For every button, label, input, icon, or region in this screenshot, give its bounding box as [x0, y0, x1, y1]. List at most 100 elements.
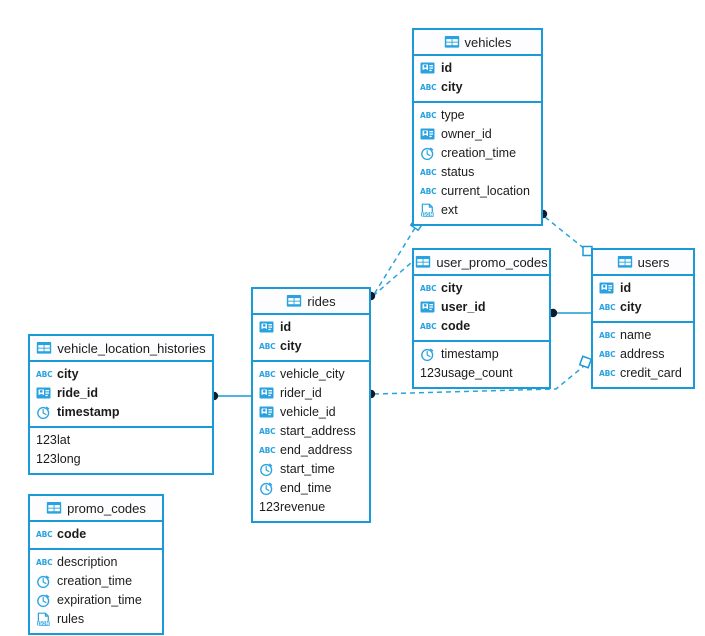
key-id-icon [420, 300, 435, 315]
abc-icon: ABC [259, 446, 276, 455]
field-row[interactable]: ABC end_address [253, 441, 369, 460]
field-name: creation_time [57, 574, 133, 589]
table-icon [415, 255, 431, 270]
field-name: city [441, 281, 463, 296]
json-icon: JSON [36, 612, 51, 627]
field-row[interactable]: ABC code [30, 525, 162, 544]
clock-icon [36, 574, 51, 589]
field-name: vehicle_id [280, 405, 336, 420]
clock-icon [420, 347, 435, 362]
svg-text:JSON: JSON [37, 621, 50, 626]
field-name: owner_id [441, 127, 492, 142]
entity-header-vehicles[interactable]: vehicles [414, 30, 541, 56]
field-row[interactable]: rider_id [253, 384, 369, 403]
field-row[interactable]: creation_time [414, 144, 541, 163]
entity-header-promo_codes[interactable]: promo_codes [30, 496, 162, 522]
entity-header-users[interactable]: users [593, 250, 693, 276]
field-name: current_location [441, 184, 530, 199]
field-row[interactable]: id [253, 318, 369, 337]
field-row[interactable]: user_id [414, 298, 549, 317]
field-row[interactable]: end_time [253, 479, 369, 498]
entity-header-user_promo_codes[interactable]: user_promo_codes [414, 250, 549, 276]
entity-header-rides[interactable]: rides [253, 289, 369, 315]
field-row[interactable]: owner_id [414, 125, 541, 144]
relationship-user-promo-codes-users[interactable] [548, 308, 591, 318]
field-row[interactable]: creation_time [30, 572, 162, 591]
abc-icon: ABC [420, 83, 437, 92]
field-name: end_address [280, 443, 353, 458]
entity-title: user_promo_codes [436, 254, 548, 270]
field-name: code [57, 527, 87, 542]
field-name: timestamp [57, 405, 120, 420]
table-icon [36, 341, 52, 356]
field-name: user_id [441, 300, 486, 315]
field-row[interactable]: JSON ext [414, 201, 541, 220]
field-name: id [441, 61, 453, 76]
field-name: rider_id [280, 386, 322, 401]
field-name: city [620, 300, 642, 315]
field-row[interactable]: timestamp [30, 403, 212, 422]
clock-icon [259, 462, 274, 477]
field-row[interactable]: start_time [253, 460, 369, 479]
field-row[interactable]: timestamp [414, 345, 549, 364]
field-row[interactable]: id [414, 59, 541, 78]
abc-icon: ABC [36, 558, 53, 567]
clock-icon [259, 481, 274, 496]
abc-icon: ABC [36, 530, 53, 539]
entity-title: vehicle_location_histories [57, 340, 206, 356]
entity-header-vehicle_location_histories[interactable]: vehicle_location_histories [30, 336, 212, 362]
abc-icon: ABC [420, 322, 437, 331]
field-name: address [620, 347, 665, 362]
clock-icon [36, 405, 51, 420]
123-icon: 123 [36, 452, 57, 466]
key-id-icon [259, 405, 274, 420]
field-name: id [620, 281, 632, 296]
field-name: city [57, 367, 79, 382]
relationship-rides-vehicle-location-histories[interactable] [209, 391, 251, 401]
entity-title: promo_codes [67, 500, 146, 516]
field-name: name [620, 328, 652, 343]
field-name: status [441, 165, 475, 180]
field-row[interactable]: JSON rules [30, 610, 162, 629]
field-row[interactable]: vehicle_id [253, 403, 369, 422]
key-id-icon [36, 386, 51, 401]
field-row[interactable]: id [593, 279, 693, 298]
field-name: revenue [280, 500, 326, 515]
table-icon [286, 294, 302, 309]
entity-title: users [637, 254, 670, 270]
field-row[interactable]: expiration_time [30, 591, 162, 610]
entity-title: vehicles [464, 34, 512, 50]
clock-icon [36, 593, 51, 608]
field-name: vehicle_city [280, 367, 345, 382]
relationship-rides-user-promo-codes[interactable] [366, 261, 413, 301]
field-row[interactable]: ride_id [30, 384, 212, 403]
